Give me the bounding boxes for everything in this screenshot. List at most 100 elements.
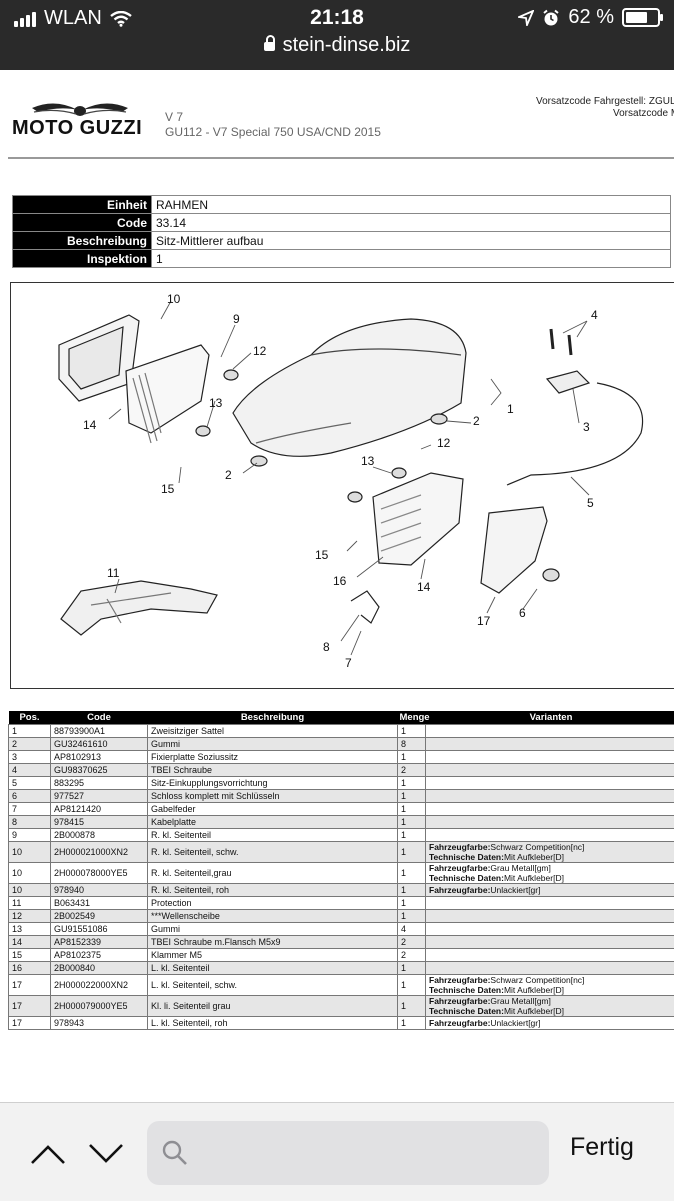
cell-code: GU32461610 [51,738,148,751]
callout-11: 11 [107,566,120,580]
cell-pos: 8 [9,816,51,829]
cell-varianten [426,923,674,936]
cell-varianten [426,751,674,764]
cell-desc: R. kl. Seitenteil [148,829,398,842]
find-input[interactable] [147,1121,549,1185]
cell-desc: R. kl. Seitenteil, schw. [148,842,398,863]
cell-qty: 1 [398,897,426,910]
chevron-down-icon[interactable] [86,1133,126,1173]
cell-qty: 1 [398,996,426,1017]
cell-varianten: Fahrzeugfarbe:Unlackiert[gr] [426,1017,674,1030]
callout-12b: 12 [437,436,451,450]
cell-qty: 1 [398,751,426,764]
variant-key: Fahrzeugfarbe: [429,1018,490,1028]
cell-desc: L. kl. Seitenteil, roh [148,1017,398,1030]
cell-pos: 17 [9,1017,51,1030]
callout-14b: 14 [417,580,431,594]
cell-varianten [426,910,674,923]
cell-desc: Fixierplatte Soziussitz [148,751,398,764]
cell-qty: 1 [398,816,426,829]
cell-varianten: Fahrzeugfarbe:Grau Metall[gm]Technische … [426,996,674,1017]
vorsatzcode-frame: Vorsatzcode Fahrgestell: ZGUL [536,96,674,107]
variant-value: Schwarz Competition[nc] [490,842,584,852]
cell-varianten: Fahrzeugfarbe:Schwarz Competition[nc]Tec… [426,975,674,996]
cell-code: 883295 [51,777,148,790]
col-varianten: Varianten [426,711,674,725]
cell-qty: 1 [398,777,426,790]
callout-17: 17 [477,614,491,628]
header-divider [8,157,674,159]
cell-desc: TBEI Schraube m.Flansch M5x9 [148,936,398,949]
cell-pos: 4 [9,764,51,777]
cell-pos: 17 [9,975,51,996]
cell-varianten [426,829,674,842]
variant-key: Technische Daten: [429,985,504,995]
cell-code: 2H000078000YE5 [51,863,148,884]
cell-varianten: Fahrzeugfarbe:Grau Metall[gm]Technische … [426,863,674,884]
callout-5: 5 [587,496,594,510]
cell-pos: 2 [9,738,51,751]
callout-10: 10 [167,292,181,306]
cell-qty: 1 [398,863,426,884]
cell-pos: 9 [9,829,51,842]
cell-desc: L. kl. Seitenteil, schw. [148,975,398,996]
cell-desc: R. kl. Seitenteil, roh [148,884,398,897]
info-key: Inspektion [13,250,152,268]
callout-13b: 13 [361,454,375,468]
cell-pos: 10 [9,842,51,863]
cell-code: 88793900A1 [51,725,148,738]
cell-pos: 1 [9,725,51,738]
cell-varianten [426,738,674,751]
cell-desc: L. kl. Seitenteil [148,962,398,975]
variant-value: Unlackiert[gr] [490,1018,540,1028]
cell-code: 2H000079000YE5 [51,996,148,1017]
cell-pos: 17 [9,996,51,1017]
cell-desc: Kabelplatte [148,816,398,829]
cell-qty: 8 [398,738,426,751]
cell-qty: 1 [398,803,426,816]
info-key: Beschreibung [13,232,152,250]
info-key: Einheit [13,196,152,214]
cell-desc: R. kl. Seitenteil,grau [148,863,398,884]
cell-desc: Protection [148,897,398,910]
variant-value: Mit Aufkleber[D] [504,1006,564,1016]
chevron-up-icon[interactable] [28,1133,68,1173]
cell-qty: 1 [398,1017,426,1030]
col-pos: Pos. [9,711,51,725]
cell-code: 2B000878 [51,829,148,842]
cell-varianten [426,816,674,829]
col-menge: Menge [398,711,426,725]
callout-7: 7 [345,656,352,670]
cell-desc: Gummi [148,738,398,751]
info-key: Code [13,214,152,232]
cell-varianten [426,803,674,816]
variant-key: Fahrzeugfarbe: [429,842,490,852]
url-bar[interactable]: stein-dinse.biz [0,34,674,57]
done-button[interactable]: Fertig [570,1133,634,1162]
diagram-drawing: 10 9 12 13 14 15 2 1 2 4 3 5 12 13 15 16… [11,283,674,688]
callout-3: 3 [583,420,590,434]
cell-desc: ***Wellenscheibe [148,910,398,923]
cell-code: GU98370625 [51,764,148,777]
find-toolbar: Fertig [0,1102,674,1201]
cell-desc: Schloss komplett mit Schlüsseln [148,790,398,803]
cell-code: 2B002549 [51,910,148,923]
cell-desc: Klammer M5 [148,949,398,962]
variant-key: Technische Daten: [429,852,504,862]
cell-qty: 1 [398,790,426,803]
cell-pos: 10 [9,884,51,897]
cell-desc: Gummi [148,923,398,936]
cell-pos: 15 [9,949,51,962]
